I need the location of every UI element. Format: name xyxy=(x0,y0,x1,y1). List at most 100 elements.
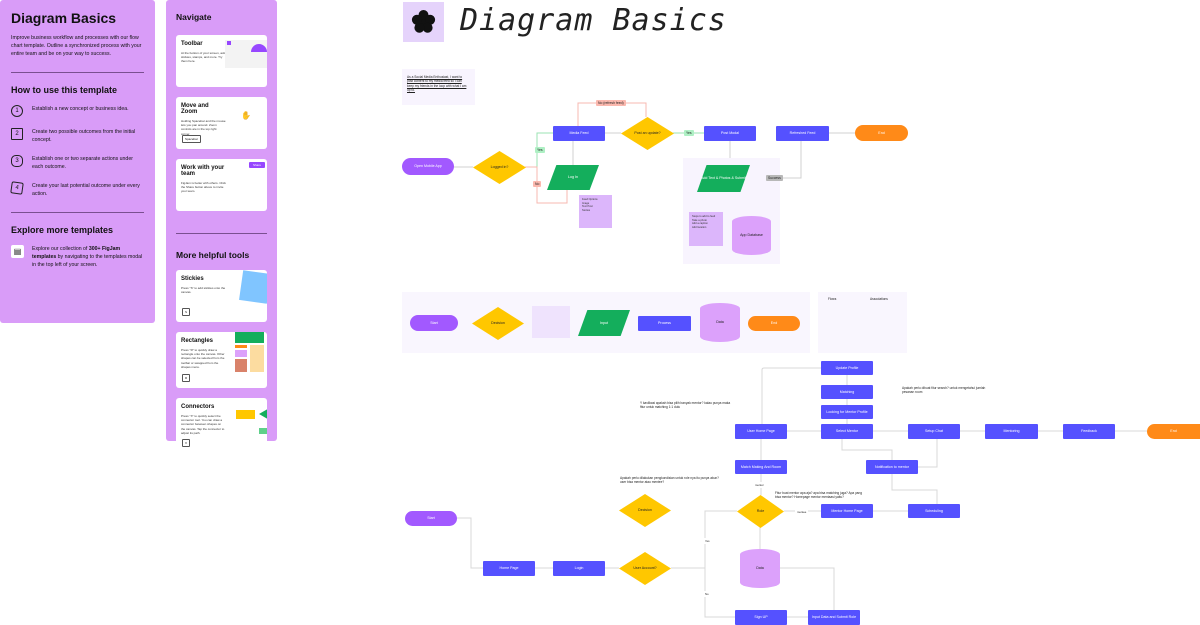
toolbar-illustration xyxy=(225,40,267,68)
rect-illustration xyxy=(235,350,247,357)
template-info-panel: Diagram Basics Improve business workflow… xyxy=(0,0,155,323)
connector xyxy=(761,367,821,424)
sticky-title: Feed Options xyxy=(582,198,598,201)
sign-up-node[interactable]: Sign UP xyxy=(735,610,787,625)
legend-start[interactable]: Start xyxy=(410,315,458,331)
divider xyxy=(11,212,144,213)
card-desc: Press "S" to add stickies onto the canva… xyxy=(181,286,226,295)
success-tag: Success xyxy=(766,175,783,181)
cursor-icon xyxy=(227,41,231,45)
share-button[interactable]: Share xyxy=(248,162,265,168)
select-mentor-node[interactable]: Select Mentor xyxy=(821,424,873,439)
step-text: Create two possible outcomes from the in… xyxy=(32,129,136,143)
refresh-tag: No (refresh feed) xyxy=(596,100,626,106)
end-node[interactable]: End xyxy=(855,125,908,141)
mentor-label: mentor xyxy=(753,482,766,488)
media-feed-node[interactable]: Media Feed xyxy=(553,126,605,141)
rect-illustration xyxy=(235,345,247,348)
card-desc: FigJam is better with others. Click the … xyxy=(181,181,226,194)
refreshed-feed-node[interactable]: Refreshed Feed xyxy=(776,126,829,141)
input-data-node[interactable]: Input Data and Submit Role xyxy=(808,610,860,625)
connector xyxy=(841,439,938,468)
add-text-input[interactable]: Add Text & Photos & Submit xyxy=(697,165,750,192)
mentoring-node[interactable]: Mentoring xyxy=(985,424,1038,439)
feedback-node[interactable]: Feedback xyxy=(1063,424,1115,439)
shape-icon xyxy=(251,44,267,52)
user-home-node[interactable]: User Home Page xyxy=(735,424,787,439)
match-making-node[interactable]: Match Making And Room xyxy=(735,460,787,474)
sticky-item: Stories xyxy=(582,208,591,212)
looking-mentor-node[interactable]: Looking for Mentor Profile xyxy=(821,405,873,419)
post-update-decision[interactable]: Post an update? xyxy=(621,117,674,150)
spacebar-key: Spacebar xyxy=(182,135,201,143)
card-desc: Press "R" to quickly draw a rectangle on… xyxy=(181,348,225,369)
no-label: No xyxy=(703,591,711,597)
panel-title: Diagram Basics xyxy=(11,10,117,26)
how-to-heading: How to use this template xyxy=(11,85,118,95)
card-desc: Press "X" to quickly select the connecto… xyxy=(181,414,225,435)
scheduling-node[interactable]: Scheduling xyxy=(908,504,960,518)
no-tag: No xyxy=(533,181,542,187)
notification-node[interactable]: Notification to mentor xyxy=(866,460,918,474)
sticky-title: Steps to add to feed xyxy=(692,215,716,218)
update-profile-node[interactable]: Update Profile xyxy=(821,361,873,375)
legend-data[interactable]: Data xyxy=(700,303,740,342)
templates-link[interactable]: 300+ FigJam templates xyxy=(32,246,121,260)
sticky-item: Add location xyxy=(692,225,707,229)
post-modal-node[interactable]: Post Modal xyxy=(704,126,756,141)
log-in-input[interactable]: Log In xyxy=(547,165,599,190)
explore-text: by navigating to the templates modal in … xyxy=(32,254,143,268)
mentor-home-node[interactable]: Mentor Home Page xyxy=(821,504,873,518)
mentee-label: mentee xyxy=(795,509,809,515)
rect-illustration xyxy=(250,345,264,372)
connector-illustration xyxy=(236,410,255,419)
legend-blank-shape[interactable] xyxy=(532,306,570,338)
card-desc: Holding Spacebar and the mouse lets you … xyxy=(181,119,226,136)
login-node[interactable]: Login xyxy=(553,561,605,576)
user-story-text: As a Social Media Enthusiast, I want to … xyxy=(407,75,467,92)
divider xyxy=(176,233,267,234)
user-account-decision[interactable]: User Account? xyxy=(619,552,671,585)
templates-icon[interactable]: ▤ xyxy=(11,245,24,258)
connector-illustration xyxy=(259,407,267,421)
card-desc: At the bottom of your screen, add sticki… xyxy=(181,51,226,64)
comment-note: Apakah perlu dilakukan pengkondisian unt… xyxy=(620,476,719,485)
end-node[interactable]: End xyxy=(1147,424,1200,439)
key-hint: R xyxy=(182,374,191,382)
role-decision[interactable]: Role xyxy=(737,495,784,528)
legend-process[interactable]: Process xyxy=(638,316,691,331)
key-hint: X xyxy=(182,439,191,447)
data-node[interactable]: Data xyxy=(740,549,780,588)
logo xyxy=(403,2,444,42)
step-text: Create your last potential outcome under… xyxy=(32,183,140,197)
home-page-node[interactable]: Home Page xyxy=(483,561,535,576)
app-database-node[interactable]: App Database xyxy=(732,216,771,255)
start-node[interactable]: Start xyxy=(405,511,457,526)
explore-heading: Explore more templates xyxy=(11,225,114,235)
legend-decision[interactable]: Decision xyxy=(472,307,524,340)
sticky-item: Add a caption xyxy=(692,222,708,226)
key-hint: S xyxy=(182,308,191,316)
sticky-item: Take a photo xyxy=(692,218,707,222)
legend-input[interactable]: Input xyxy=(578,310,630,336)
explore-row: ▤ Explore our collection of 300+ FigJam … xyxy=(11,245,144,269)
decision-node[interactable]: Decision xyxy=(619,494,671,527)
rect-illustration xyxy=(235,332,264,343)
tools-heading: More helpful tools xyxy=(176,250,250,260)
explore-text: Explore our collection of xyxy=(32,246,89,252)
open-mobile-app-node[interactable]: Open Mobile App xyxy=(402,158,454,175)
divider xyxy=(11,72,144,73)
legend-end[interactable]: End xyxy=(748,316,800,331)
card-title: Stickies xyxy=(181,276,204,282)
matching-node[interactable]: Matching xyxy=(821,385,873,399)
logged-in-decision[interactable]: Logged in? xyxy=(473,151,526,184)
connector-illustration xyxy=(259,428,267,434)
setup-chat-node[interactable]: Setup Chat xyxy=(908,424,960,439)
step-3-icon: 3 xyxy=(11,155,23,167)
